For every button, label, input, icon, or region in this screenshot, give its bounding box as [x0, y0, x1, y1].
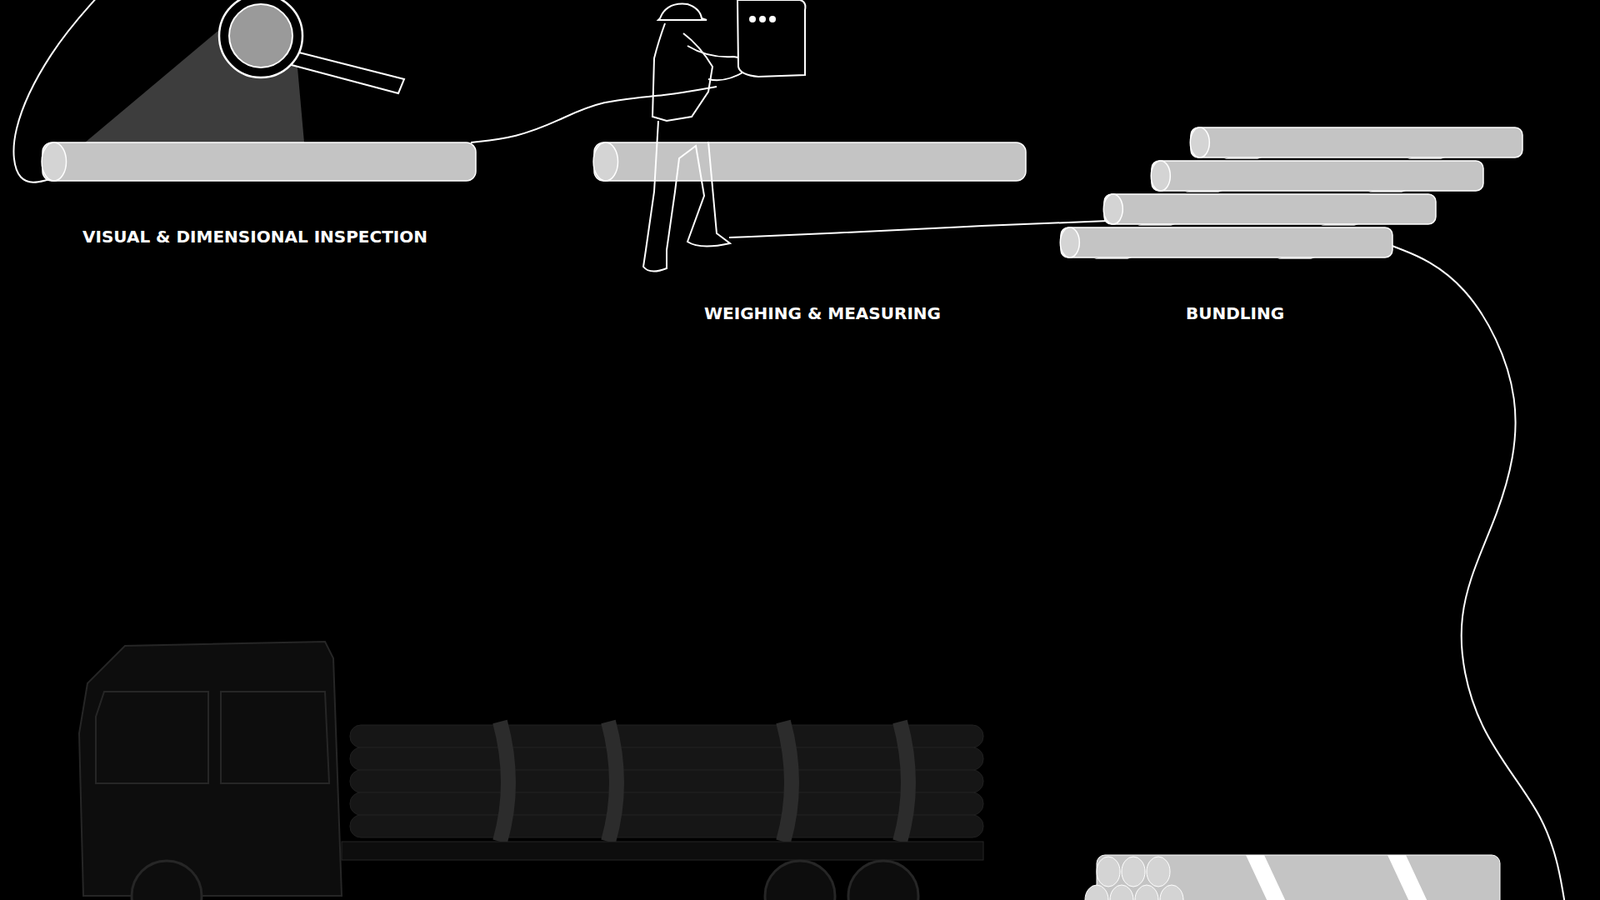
bundling-pipe	[1060, 227, 1393, 258]
bundling-pipe	[1150, 160, 1484, 191]
bundle-strap	[1245, 855, 1288, 900]
bundle-pipe-end	[1085, 885, 1109, 900]
step-label: VISUAL & DIMENSIONAL INSPECTION	[82, 226, 428, 247]
step-label: BUNDLING	[1185, 303, 1285, 324]
pipe-end	[1190, 127, 1210, 158]
truck-chassis	[341, 841, 984, 860]
pipe-body	[42, 142, 476, 181]
bundle-strap	[1387, 855, 1430, 900]
pipe-body	[1104, 194, 1436, 225]
truck-wheel	[848, 860, 919, 900]
pipe-body	[594, 142, 1026, 181]
tablet-dot	[749, 15, 756, 23]
worker-legs	[643, 120, 730, 272]
truck-load-pipe	[350, 747, 984, 770]
truck-strap	[608, 721, 617, 842]
truck-load-pipe	[350, 815, 984, 838]
bundle-pipe-end	[1110, 885, 1134, 900]
worker-body	[652, 23, 713, 121]
worker-helmet	[658, 4, 707, 20]
pipe-end	[41, 142, 66, 181]
pipe-end	[1103, 194, 1123, 225]
truck-load-pipe	[350, 725, 984, 748]
truck-window	[220, 691, 330, 784]
pipe-body	[1190, 127, 1523, 158]
magnifier-rim	[219, 0, 303, 78]
magnifier-handle	[291, 51, 405, 94]
step-label: WEIGHING & MEASURING	[704, 303, 941, 324]
pipe-end	[1060, 227, 1080, 258]
tablet-dot	[769, 15, 776, 23]
truck-illustration	[79, 641, 984, 900]
truck-wheel	[765, 860, 835, 900]
weighing-pipe	[593, 142, 1026, 181]
magnifier-icon	[219, 0, 405, 94]
flow-line	[470, 86, 717, 143]
bundle-pipe-end	[1160, 885, 1184, 900]
bundle-pipe-end	[1146, 856, 1170, 887]
pipe-end	[593, 142, 618, 181]
truck-window	[95, 691, 209, 784]
truck-cab	[79, 641, 342, 896]
truck-wheel	[131, 860, 202, 900]
worker-figure	[643, 0, 805, 272]
flow-line	[1390, 245, 1565, 900]
bundle-pipe-end	[1135, 885, 1159, 900]
bundling-pipe	[1190, 127, 1523, 158]
truck-load-pipe	[350, 792, 984, 815]
magnifier-lens	[229, 4, 293, 68]
truck-strap	[500, 721, 509, 842]
pipe-body	[1060, 227, 1393, 258]
bundling-pipe	[1103, 194, 1436, 225]
flow-line	[729, 220, 1109, 238]
truck-strap	[900, 721, 909, 842]
pipe-body	[1151, 160, 1484, 191]
truck-load-pipe	[350, 770, 984, 793]
bundle-pipe-end	[1096, 856, 1120, 887]
bundle-pipe-end	[1121, 856, 1145, 887]
inspection-pipe	[41, 142, 476, 181]
pipe-end	[1150, 160, 1170, 191]
pipe-bundle	[1085, 855, 1500, 900]
truck-strap	[783, 721, 792, 842]
tablet-dot	[759, 15, 766, 23]
tablet	[737, 0, 805, 77]
